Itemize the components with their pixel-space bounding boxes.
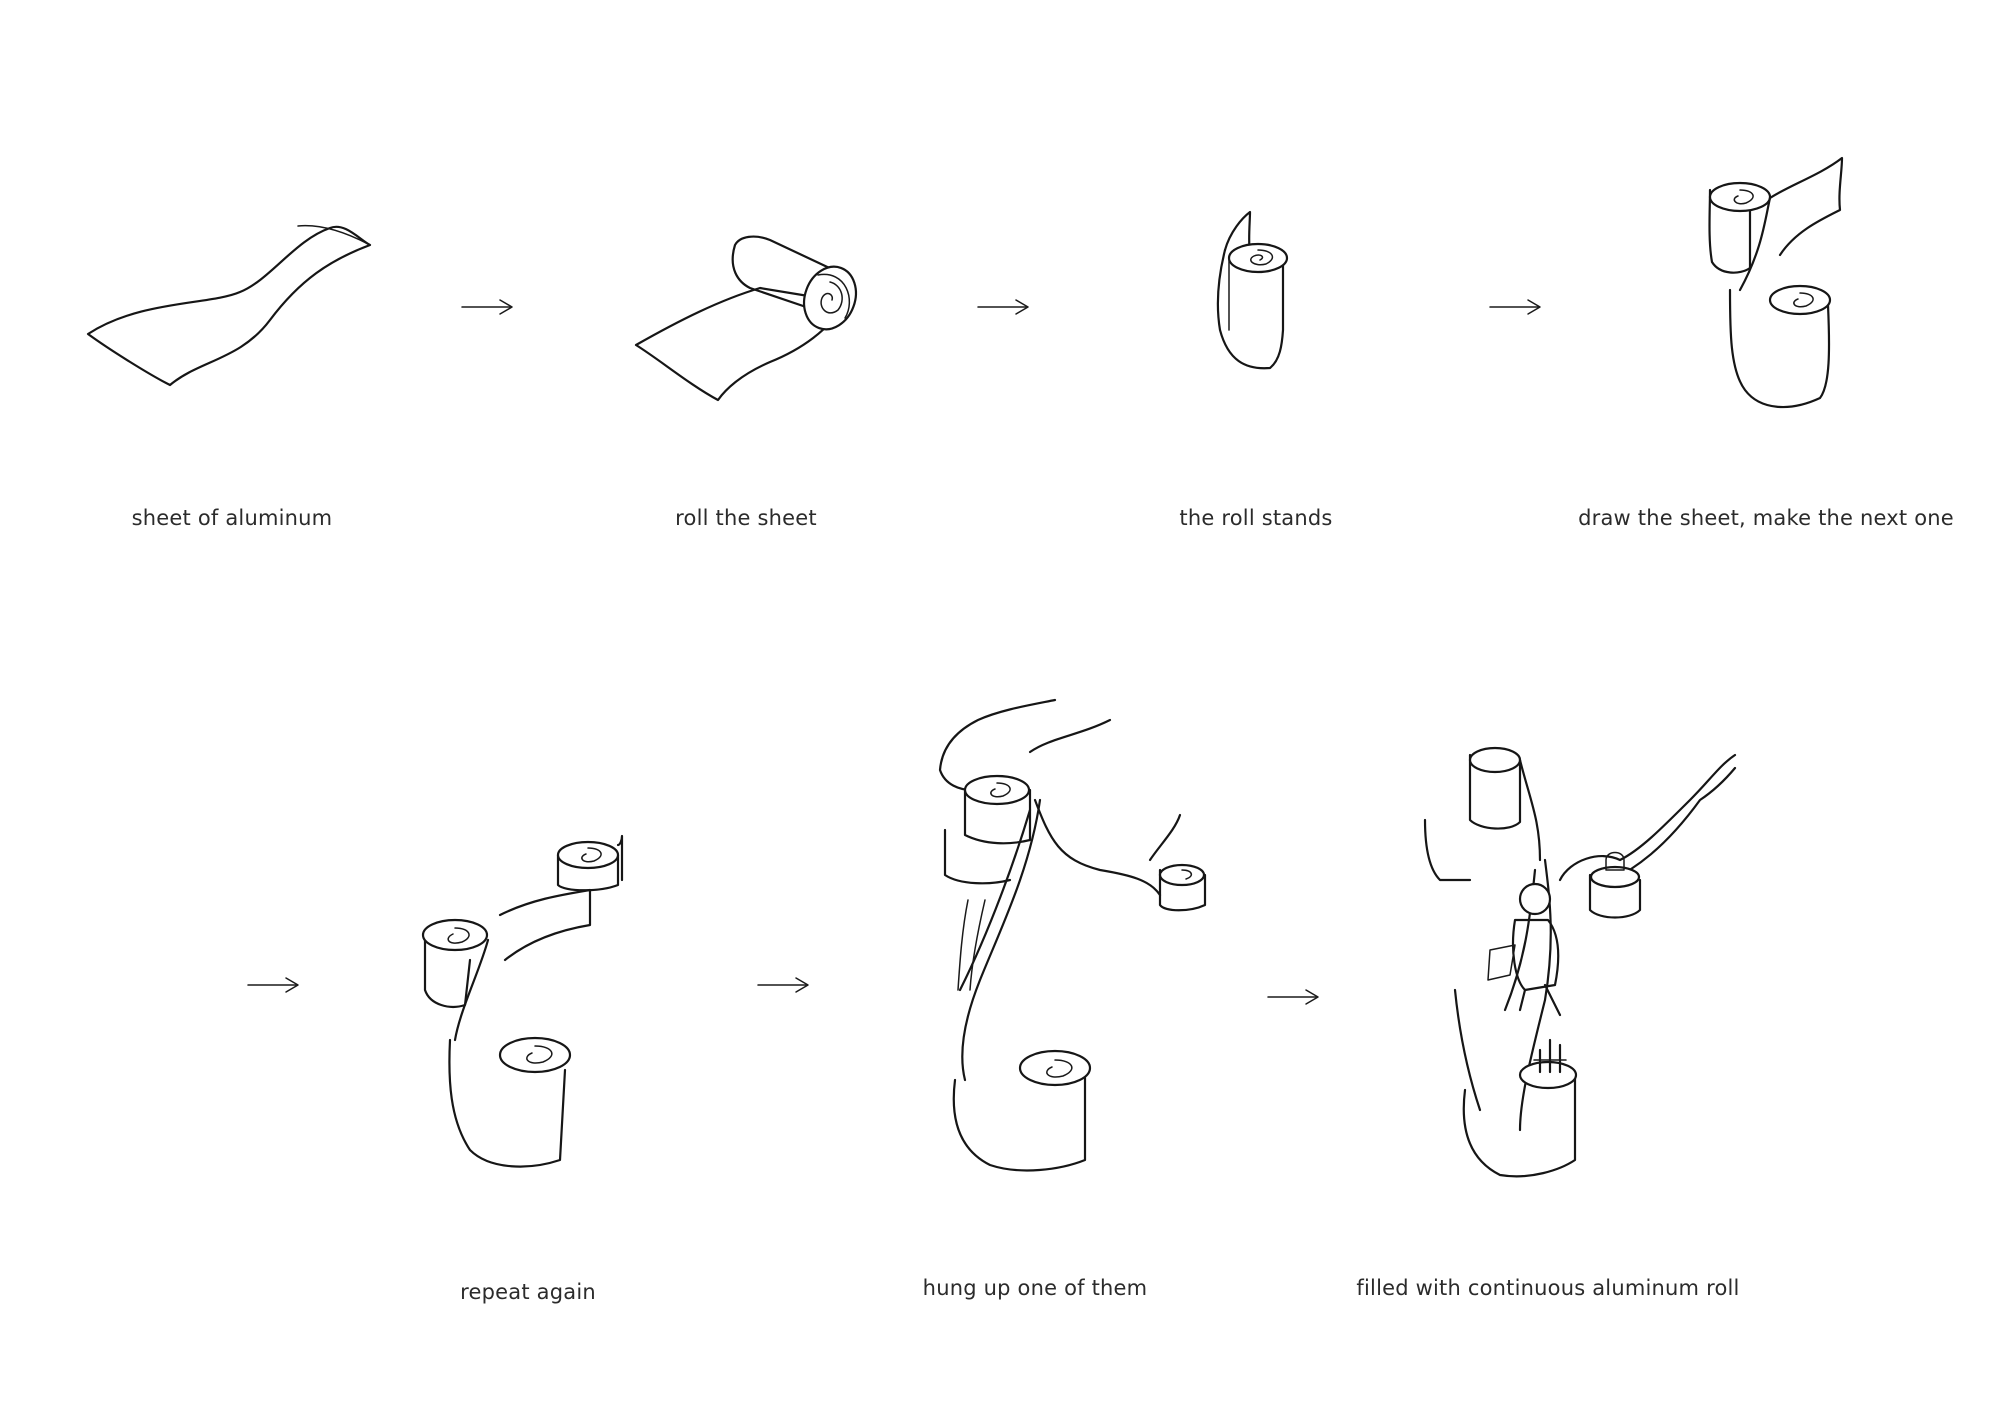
arrow-6 — [1267, 989, 1319, 1005]
caption-step-2: roll the sheet — [675, 506, 817, 530]
arrow-1 — [461, 299, 513, 315]
arrow-4 — [247, 977, 299, 993]
hung-up-drawing — [938, 698, 1207, 1172]
caption-step-6: hung up one of them — [922, 1276, 1148, 1300]
caption-step-4: draw the sheet, make the next one — [1578, 506, 1954, 530]
caption-step-3: the roll stands — [1179, 506, 1333, 530]
caption-step-1: sheet of aluminum — [131, 506, 333, 530]
arrow-3 — [1489, 299, 1541, 315]
final-installation-drawing — [1423, 746, 1737, 1178]
arrow-2 — [977, 299, 1029, 315]
caption-step-5: repeat again — [460, 1280, 596, 1304]
rolling-sheet-drawing — [634, 235, 858, 402]
arrow-5 — [757, 977, 809, 993]
caption-step-7: filled with continuous aluminum roll — [1356, 1276, 1740, 1300]
three-rolls-drawing — [421, 834, 624, 1168]
two-rolls-drawing — [1708, 156, 1844, 409]
standing-roll-drawing — [1216, 210, 1289, 370]
sheet-drawing — [86, 224, 372, 387]
